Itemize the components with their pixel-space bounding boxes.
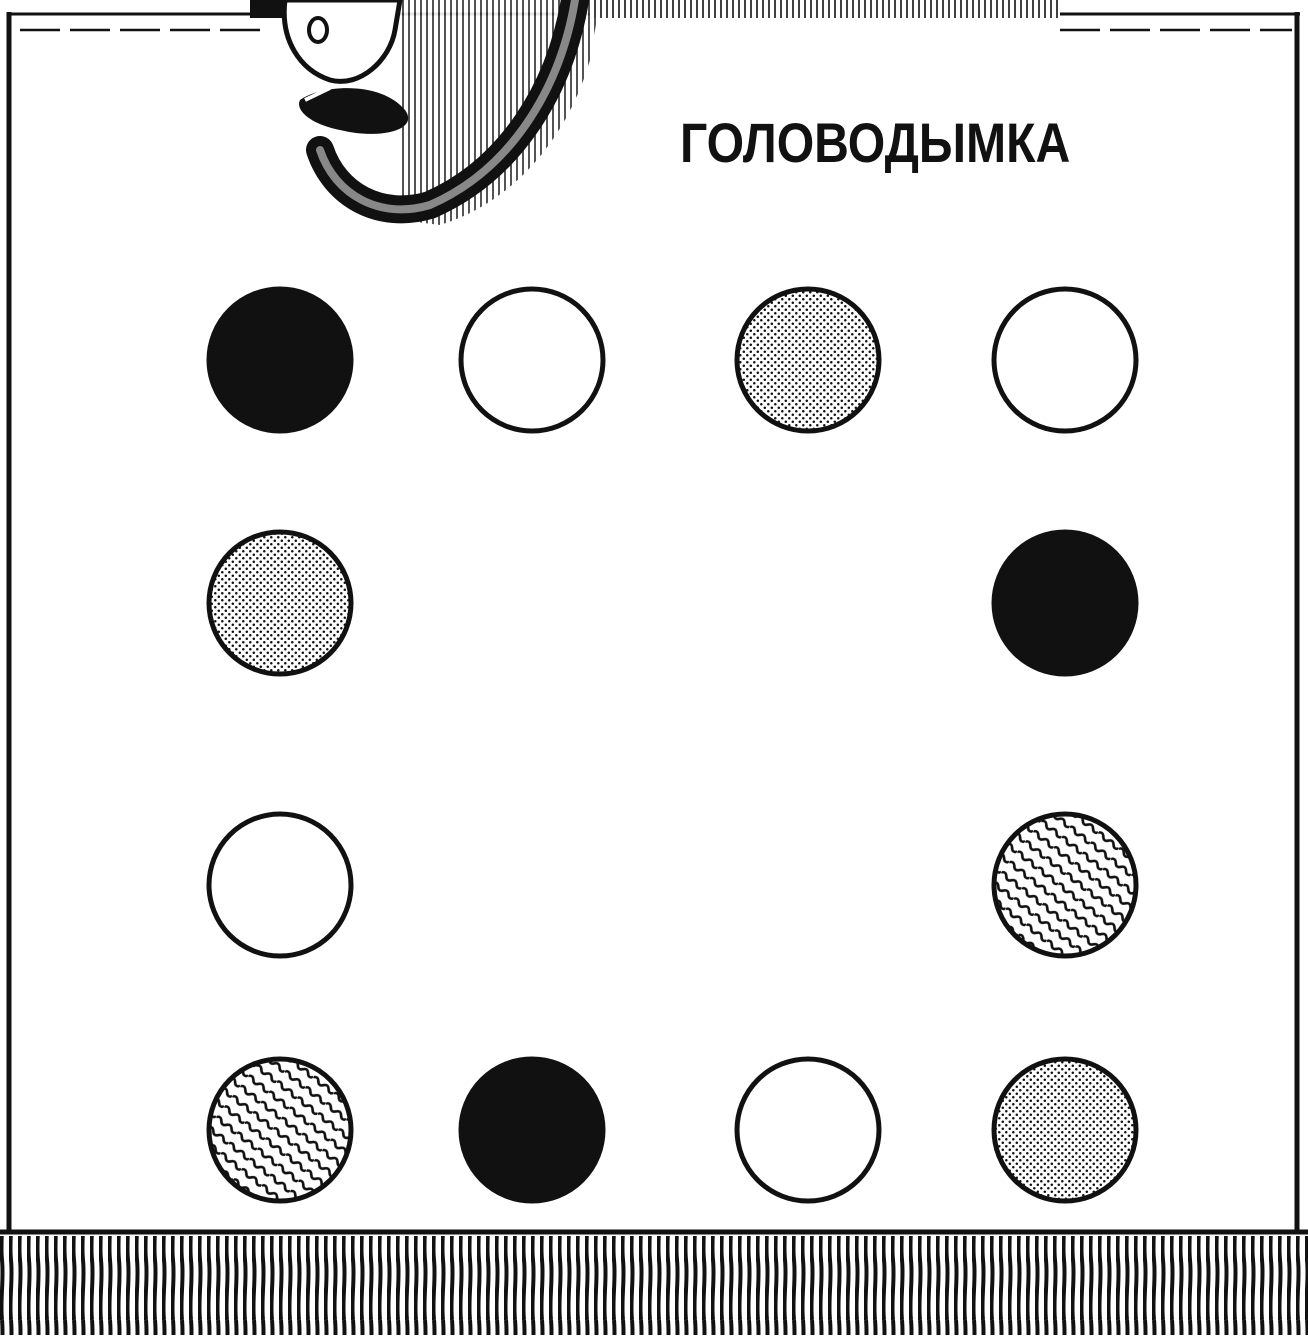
puzzle-title: ГОЛОВОДЫМКА bbox=[680, 115, 1070, 171]
white-circle bbox=[737, 1059, 879, 1201]
dotted-circle bbox=[209, 532, 351, 674]
white-circle bbox=[209, 814, 351, 956]
dotted-circle bbox=[994, 1059, 1136, 1201]
circle-ring bbox=[209, 289, 1136, 1201]
black-circle bbox=[209, 289, 351, 431]
black-circle bbox=[461, 1059, 603, 1201]
dotted-circle bbox=[737, 289, 879, 431]
black-circle bbox=[994, 532, 1136, 674]
wavy-circle bbox=[994, 814, 1136, 956]
white-circle bbox=[994, 289, 1136, 431]
wavy-circle bbox=[209, 1059, 351, 1201]
bottom-fringe bbox=[0, 1236, 1308, 1335]
white-circle bbox=[461, 289, 603, 431]
